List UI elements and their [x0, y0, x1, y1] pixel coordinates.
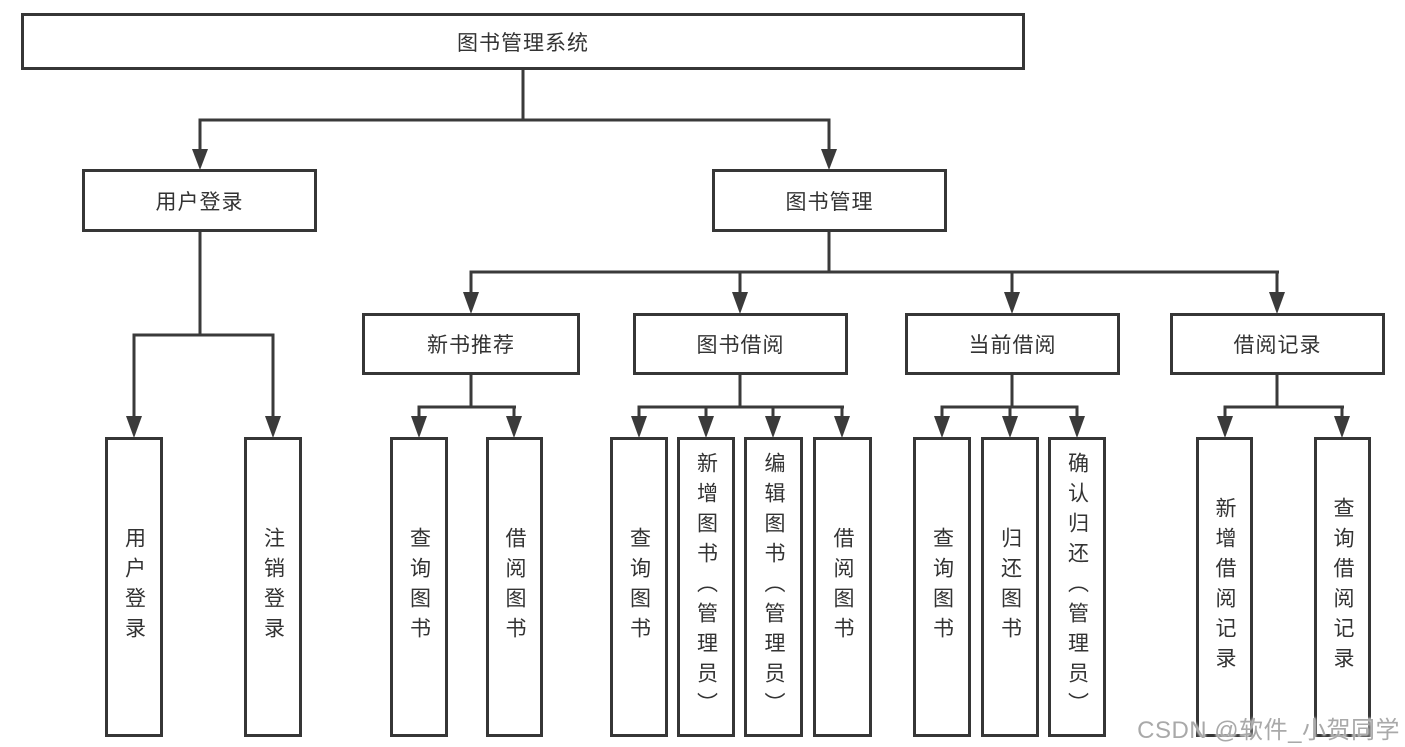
node-new-book-recommend-label: 新书推荐	[427, 334, 515, 357]
leaf-borrow-edit-books-admin: 编辑图书（管理员）	[744, 437, 803, 737]
node-root-system: 图书管理系统	[21, 13, 1025, 70]
leaf-current-return-books-label: 归还图书	[998, 527, 1022, 647]
node-user-login-label: 用户登录	[155, 190, 244, 214]
node-current-borrow: 当前借阅	[905, 313, 1120, 375]
node-book-borrow-label: 图书借阅	[696, 334, 785, 357]
leaf-borrow-borrow-books-label: 借阅图书	[831, 527, 854, 647]
node-root-system-label: 图书管理系统	[457, 31, 589, 55]
leaf-records-add-record-label: 新增借阅记录	[1213, 497, 1236, 677]
connector-borrow-record-group	[1217, 375, 1350, 438]
leaf-newbook-borrow-books-label: 借阅图书	[503, 527, 526, 647]
leaf-user-login: 用户登录	[105, 437, 163, 737]
leaf-logout: 注销登录	[244, 437, 302, 737]
node-user-login: 用户登录	[82, 169, 317, 232]
leaf-current-query-books-label: 查询图书	[930, 527, 954, 647]
node-borrow-record-label: 借阅记录	[1233, 334, 1322, 357]
connector-current-borrow-group	[934, 375, 1085, 438]
leaf-current-query-books: 查询图书	[913, 437, 971, 737]
leaf-borrow-query-books: 查询图书	[610, 437, 668, 737]
leaf-current-confirm-return-admin-label: 确认归还（管理员）	[1065, 452, 1089, 722]
leaf-borrow-add-books-admin-label: 新增图书（管理员）	[694, 452, 718, 722]
connector-book-management-to-level3	[463, 232, 1285, 314]
leaf-records-query-record: 查询借阅记录	[1314, 437, 1371, 737]
connector-book-borrow-group	[631, 375, 850, 438]
connector-user-login-group	[126, 232, 281, 438]
node-borrow-record: 借阅记录	[1170, 313, 1385, 375]
leaf-newbook-borrow-books: 借阅图书	[486, 437, 543, 737]
leaf-borrow-add-books-admin: 新增图书（管理员）	[677, 437, 735, 737]
leaf-newbook-query-books: 查询图书	[390, 437, 448, 737]
leaf-records-add-record: 新增借阅记录	[1196, 437, 1253, 737]
node-book-borrow: 图书借阅	[633, 313, 848, 375]
leaf-newbook-query-books-label: 查询图书	[407, 527, 431, 647]
leaf-user-login-label: 用户登录	[122, 527, 146, 647]
csdn-watermark: CSDN @软件_小贺同学	[1137, 717, 1400, 744]
node-book-management: 图书管理	[712, 169, 947, 232]
node-current-borrow-label: 当前借阅	[968, 334, 1057, 357]
node-new-book-recommend: 新书推荐	[362, 313, 580, 375]
connector-root-to-level2	[192, 70, 837, 170]
leaf-current-return-books: 归还图书	[981, 437, 1039, 737]
node-book-management-label: 图书管理	[785, 190, 874, 214]
leaf-current-confirm-return-admin: 确认归还（管理员）	[1048, 437, 1106, 737]
leaf-borrow-edit-books-admin-label: 编辑图书（管理员）	[762, 452, 785, 722]
leaf-borrow-query-books-label: 查询图书	[627, 527, 651, 647]
leaf-logout-label: 注销登录	[261, 527, 285, 647]
leaf-borrow-borrow-books: 借阅图书	[813, 437, 872, 737]
leaf-records-query-record-label: 查询借阅记录	[1331, 497, 1354, 677]
connector-new-book-group	[411, 375, 522, 438]
